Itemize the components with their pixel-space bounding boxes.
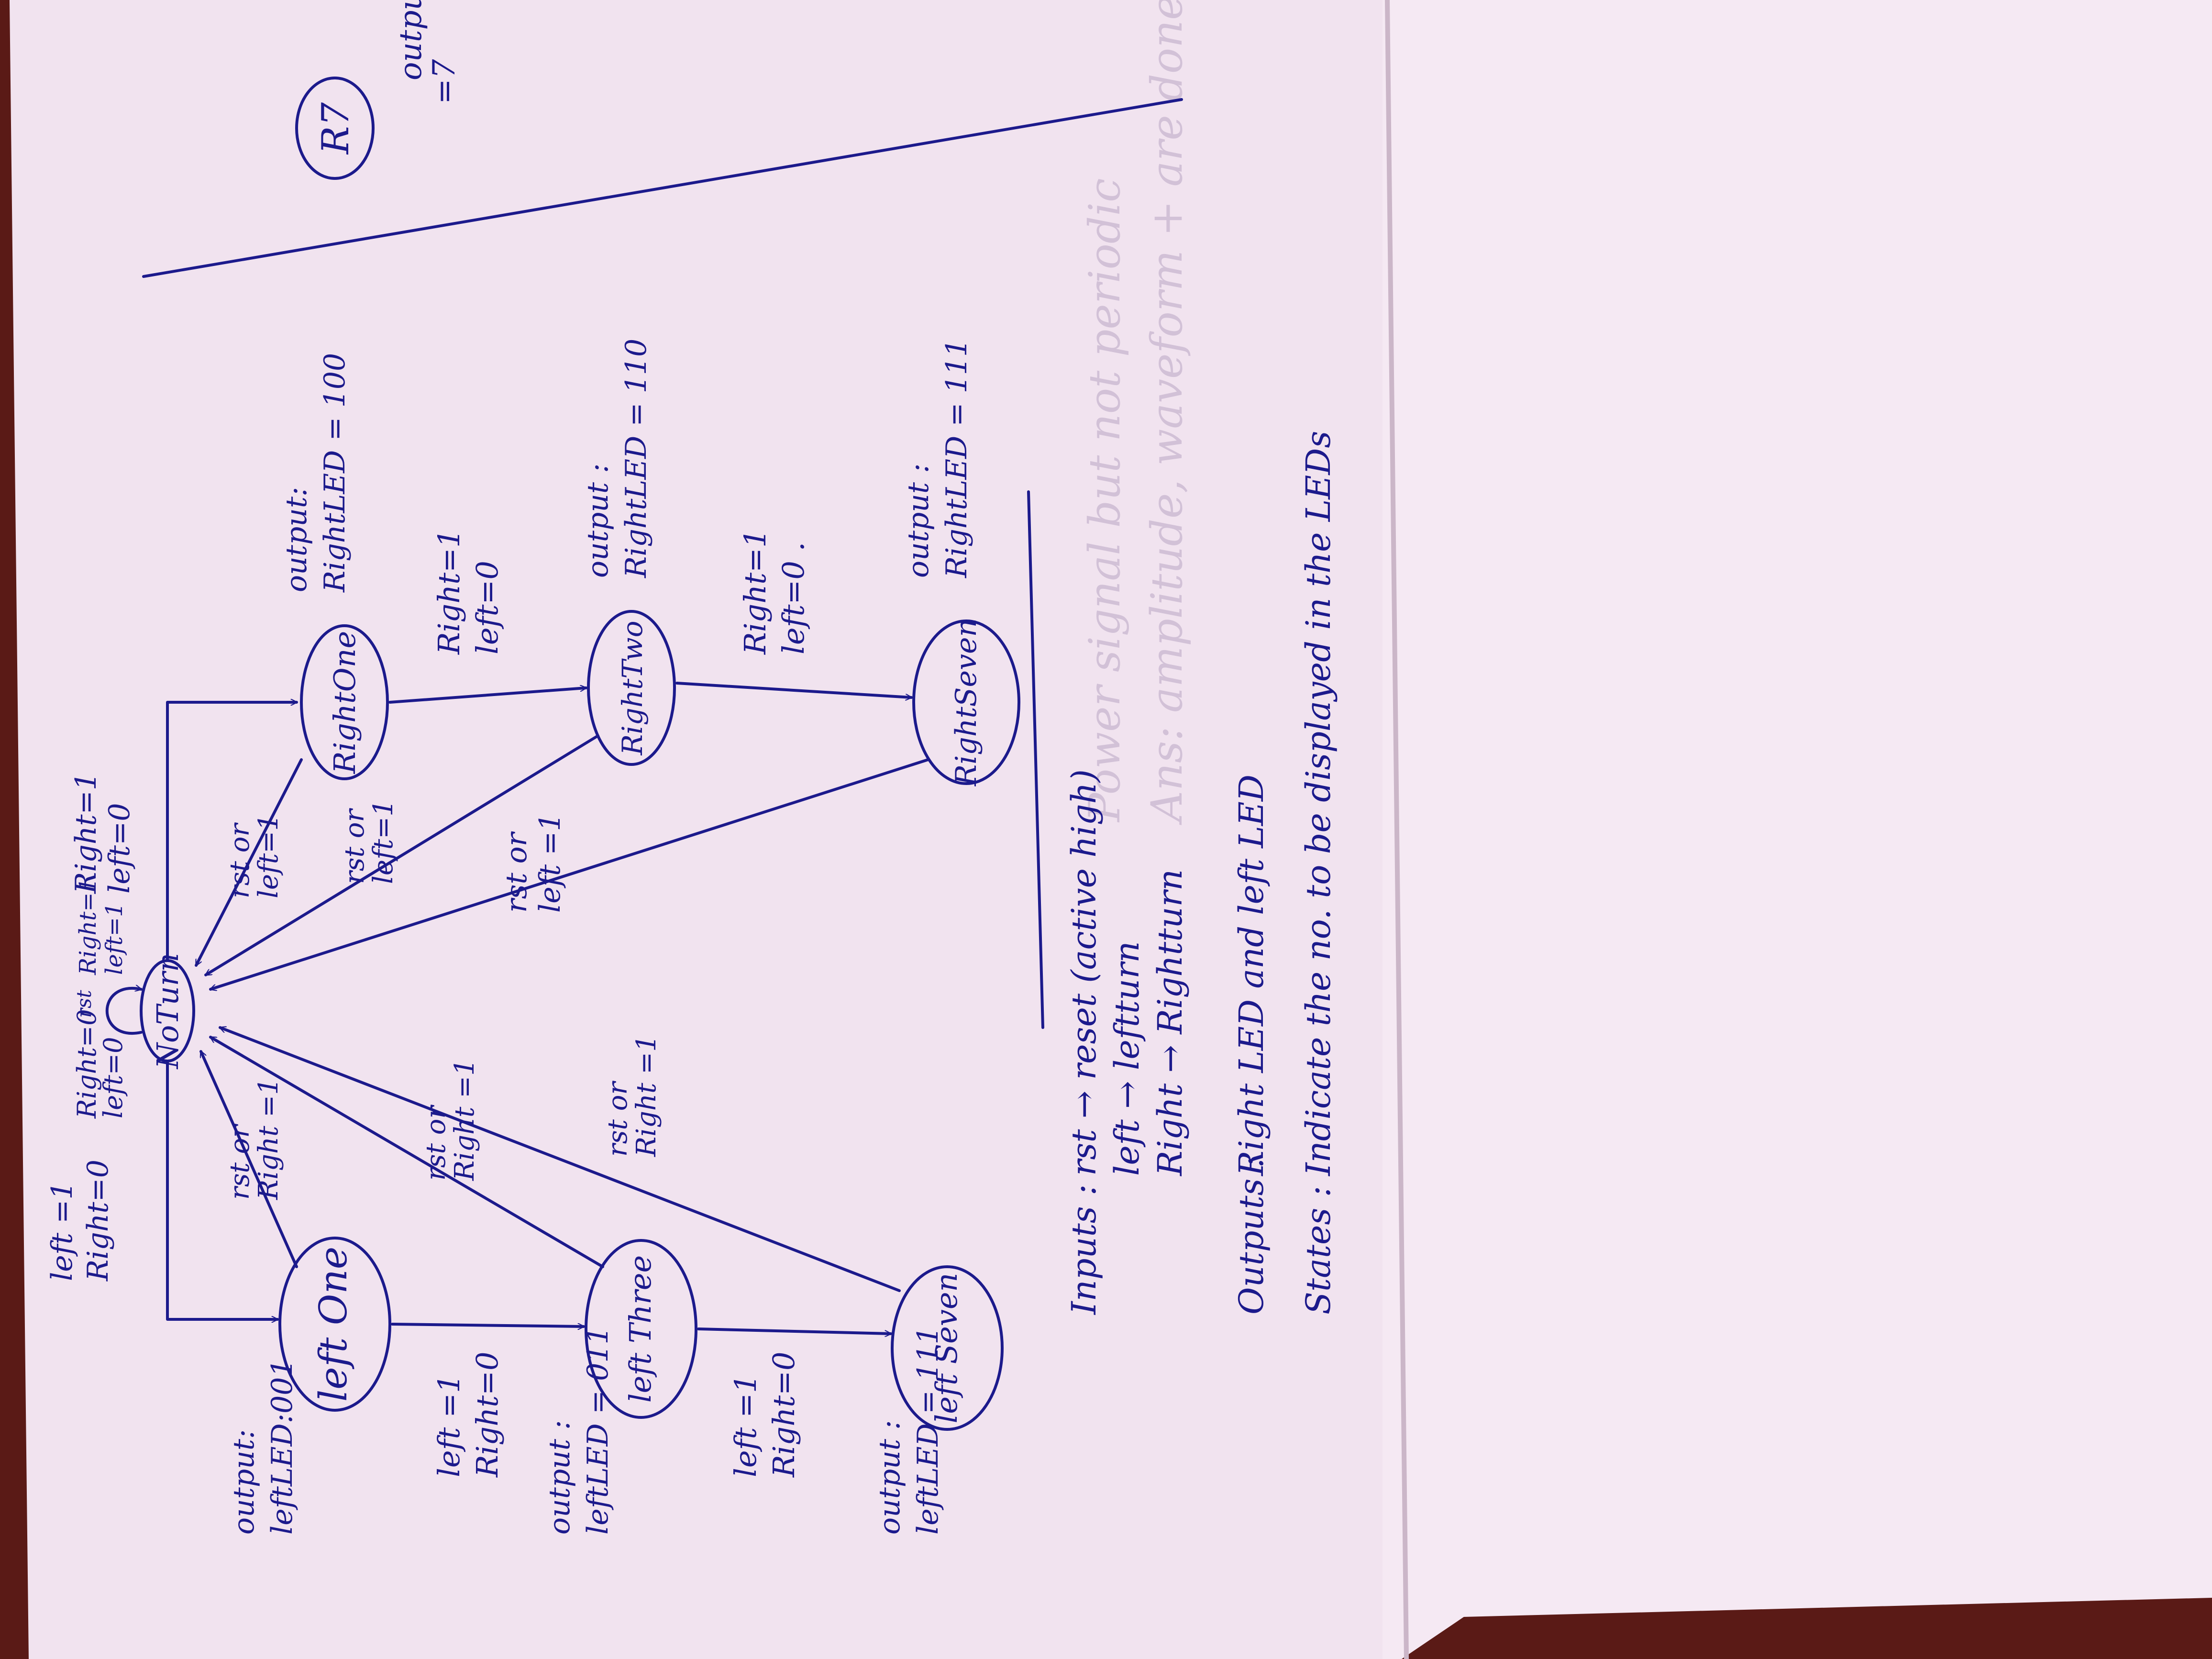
state-rightseven-label: RightSeven [950,619,983,786]
rightone-output-1: output: [280,487,313,592]
noturn-rightone-c2: left=0 [103,803,136,894]
legend-outputs-label: Outputs : [1232,1157,1271,1315]
leftthree-output-1: output : [543,1420,576,1535]
noturn-self-right-c2: left=1 [101,902,128,975]
state-leftseven-label: left Seven [929,1273,964,1424]
righttwo-return-c2: left=1 [368,799,399,884]
arrow-righttwo-return [206,734,599,976]
leftseven-return-c1: rst or [602,1080,633,1157]
rightseven-output-2: RightLED = 111 [940,339,973,578]
noturn-leftone-c2: Right=0 [81,1160,115,1282]
state-r7-label: R7 [314,102,357,155]
leftone-return-c2: Right =1 [253,1078,284,1200]
state-r7 [295,77,375,180]
noturn-self-marker: rst [72,990,96,1018]
rightone-output-2: RightLED = 100 [318,353,352,593]
legend-outputs-text: Right LED and left LED [1232,774,1271,1177]
legend-separator [1027,490,1044,1029]
state-leftone-label: left One [311,1247,355,1402]
arrow-leftthree-return [210,1036,604,1268]
legend-input-left: left → leftturn [1107,941,1147,1176]
noturn-leftone-c1: left =1 [45,1181,79,1281]
noturn-self-right-c1: Right=1 [75,878,101,975]
leftone-return-c1: rst or [224,1123,255,1200]
state-leftone [278,1237,391,1412]
leftone-output-1: output: [227,1429,261,1535]
state-noturn-label: NoTurn [150,953,185,1070]
arrow-leftone-return [199,1051,298,1268]
state-leftthree [585,1239,697,1419]
state-leftseven [891,1265,1004,1431]
leftseven-output-2: leftLED = 111 [911,1326,945,1535]
arrow-rightseven-return [210,758,929,989]
arrow-rightone-return [195,758,303,965]
arrow-noturn-to-rightone [166,702,298,962]
rightseven-output-1: output : [902,464,935,578]
r7-output-2: =7 [427,59,462,104]
arrow-righttwo-to-rightseven [675,682,913,697]
arrow-noturn-to-leftone [166,1060,279,1319]
bleed-line-1: Power signal but not periodic [1080,178,1130,823]
noturn-self-c1: Right=0 [72,1009,102,1119]
leftseven-return-c2: Right =1 [631,1035,662,1157]
diagram-sheet: Power signal but not periodic Ans: ampli… [45,0,1338,1535]
bleed-line-2: Ans: amplitude, waveform + are done [1142,0,1192,825]
state-righttwo-label: RightTwo [616,620,649,755]
state-leftthree-label: left Three [623,1255,658,1403]
state-rightseven [912,619,1020,785]
leftone-leftthree-c1: left =1 [431,1374,466,1478]
right-page [1382,0,2212,1659]
leftseven-output-1: output : [873,1420,907,1535]
legend-input-rst: rst → reset (active high) [1064,769,1104,1176]
r7-output-1: output [393,0,429,80]
leftone-output-2: leftLED:001 [265,1359,299,1535]
arrow-leftseven-return [220,1028,901,1292]
legend-states-label: States : [1299,1186,1338,1315]
rightone-righttwo-c2: left=0 [470,561,505,654]
arrow-noturn-self [105,988,143,1035]
righttwo-rightseven-c2: left=0 . [776,542,811,654]
leftthree-leftseven-c1: left =1 [728,1374,763,1478]
legend-input-right: Right → Rightturn [1150,869,1190,1177]
righttwo-output-2: RightLED = 110 [619,339,653,578]
righttwo-output-1: output : [581,464,615,578]
rightone-return-c1: rst or [224,822,255,898]
leftone-leftthree-c2: Right=0 [470,1352,505,1478]
leftthree-leftseven-c2: Right=0 [766,1352,801,1478]
state-rightone [300,624,389,780]
arrow-leftone-to-leftthree [391,1323,585,1327]
rightseven-return-c2: left =1 [533,813,567,913]
state-rightone-label: RightOne [327,631,362,774]
page-gutter [1385,0,1409,1659]
leftthree-return-c1: rst or [420,1104,452,1181]
leftthree-output-2: leftLED = 011 [581,1326,615,1535]
divider-line [142,98,1183,278]
arrow-leftthree-to-leftseven [697,1327,892,1334]
noturn-self-c2: left=0 [98,1037,128,1118]
rightone-righttwo-c1: Right=1 [431,529,466,655]
righttwo-return-c1: rst or [339,807,370,884]
leftthree-return-c2: Right =1 [449,1059,480,1181]
state-righttwo [587,610,676,766]
legend-inputs-label: Inputs : [1064,1184,1104,1316]
noturn-rightone-c1: Right=1 [69,772,103,894]
legend-states-text: Indicate the no. to be displayed in the … [1299,431,1338,1177]
rightseven-return-c1: rst or [500,831,533,913]
arrow-rightone-to-righttwo [388,688,587,704]
rightone-return-c2: left=1 [253,814,284,898]
righttwo-rightseven-c1: Right=1 [738,529,773,655]
